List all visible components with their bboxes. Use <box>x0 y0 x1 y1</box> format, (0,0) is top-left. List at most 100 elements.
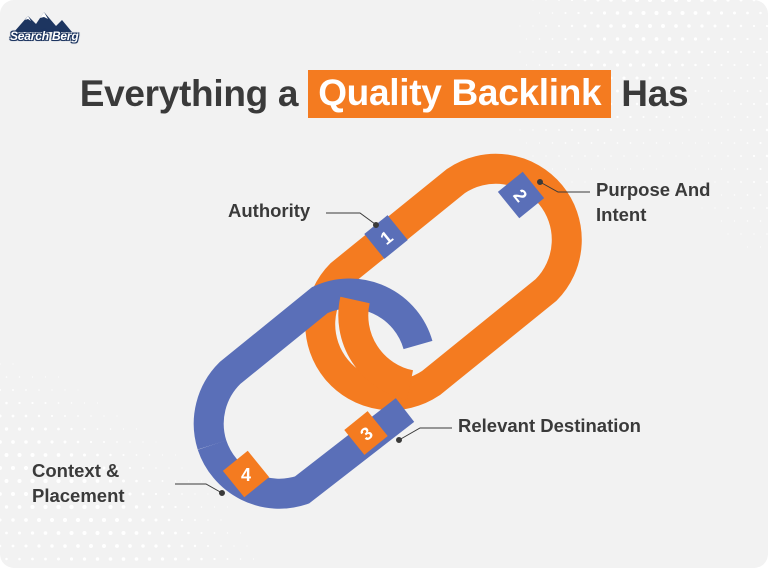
background-dot <box>681 63 684 67</box>
background-dot <box>616 89 619 93</box>
background-dot <box>161 480 164 482</box>
background-dot <box>103 441 105 443</box>
background-dot <box>76 466 80 470</box>
background-dot <box>0 388 2 392</box>
background-dot <box>148 479 151 483</box>
background-dot <box>596 0 600 2</box>
background-dot <box>154 544 158 548</box>
background-dot <box>609 128 613 132</box>
background-dot <box>69 478 74 484</box>
background-dot <box>187 480 190 482</box>
background-dot <box>688 155 690 157</box>
background-dot <box>686 0 692 3</box>
background-dot <box>226 506 229 508</box>
background-dot <box>667 37 672 41</box>
background-dot <box>655 142 658 144</box>
background-dot <box>746 220 749 222</box>
background-dot <box>603 142 606 144</box>
background-dot <box>108 479 113 483</box>
background-dot <box>577 37 580 41</box>
background-dot <box>37 544 41 548</box>
background-dot <box>128 544 132 548</box>
background-dot <box>128 518 132 522</box>
background-dot <box>147 505 152 509</box>
background-dot <box>95 557 100 561</box>
background-dot <box>629 168 632 170</box>
background-dot <box>707 194 710 196</box>
background-dot <box>95 479 100 483</box>
background-dot <box>564 12 567 14</box>
background-dot <box>714 103 716 105</box>
background-dot <box>603 168 606 170</box>
background-dot <box>713 24 717 28</box>
background-dot <box>727 77 729 79</box>
background-dot <box>0 414 2 418</box>
background-dot <box>661 50 665 54</box>
background-dot <box>77 389 79 391</box>
background-dot <box>707 142 710 144</box>
background-dot <box>77 415 79 417</box>
background-dot <box>642 168 645 170</box>
background-dot <box>25 389 27 391</box>
background-dot <box>759 141 762 145</box>
background-dot <box>95 504 100 510</box>
background-dot <box>635 102 639 106</box>
background-dot <box>121 505 126 509</box>
background-dot <box>154 492 158 496</box>
background-dot <box>660 0 666 3</box>
background-dot <box>44 557 47 561</box>
background-dot <box>154 518 158 522</box>
background-dot <box>674 50 678 54</box>
background-dot <box>681 142 684 144</box>
background-dot <box>746 116 749 118</box>
background-dot <box>239 532 242 534</box>
background-dot <box>109 453 112 457</box>
background-dot <box>648 102 652 106</box>
background-dot <box>24 518 28 522</box>
title-text-before: Everything a <box>79 73 299 114</box>
background-dot <box>577 142 580 144</box>
background-dot <box>532 0 534 1</box>
background-dot <box>590 63 593 67</box>
mountain-icon <box>14 12 72 32</box>
background-dot <box>571 155 573 157</box>
background-dot <box>134 531 139 535</box>
background-dot <box>746 11 749 15</box>
background-dot <box>609 50 613 54</box>
background-dot <box>121 531 126 535</box>
background-dot <box>82 479 87 483</box>
background-dot <box>4 479 9 483</box>
background-dot <box>655 116 658 118</box>
background-dot <box>43 453 48 457</box>
background-dot <box>17 453 22 457</box>
background-dot <box>23 491 29 497</box>
background-dot <box>161 505 164 509</box>
background-dot <box>740 103 742 105</box>
background-dot <box>765 154 768 158</box>
background-dot <box>102 544 106 548</box>
background-dot <box>701 181 703 183</box>
background-dot <box>615 63 620 67</box>
background-dot <box>115 466 119 470</box>
background-dot <box>63 466 67 470</box>
background-dot <box>0 363 1 365</box>
background-dot <box>610 155 612 157</box>
background-dot <box>44 376 47 378</box>
background-dot <box>551 12 554 14</box>
background-dot <box>532 155 534 157</box>
background-dot <box>155 467 157 469</box>
background-dot <box>187 557 190 561</box>
background-dot <box>83 402 86 404</box>
background-dot <box>96 453 99 457</box>
background-dot <box>56 531 61 535</box>
background-dot <box>180 518 184 522</box>
background-dot <box>590 142 593 144</box>
background-dot <box>752 76 756 80</box>
background-dot <box>564 142 567 144</box>
background-dot <box>56 504 61 510</box>
background-dot <box>187 506 190 508</box>
background-dot <box>17 531 22 535</box>
background-dot <box>662 155 664 157</box>
background-dot <box>57 427 60 431</box>
